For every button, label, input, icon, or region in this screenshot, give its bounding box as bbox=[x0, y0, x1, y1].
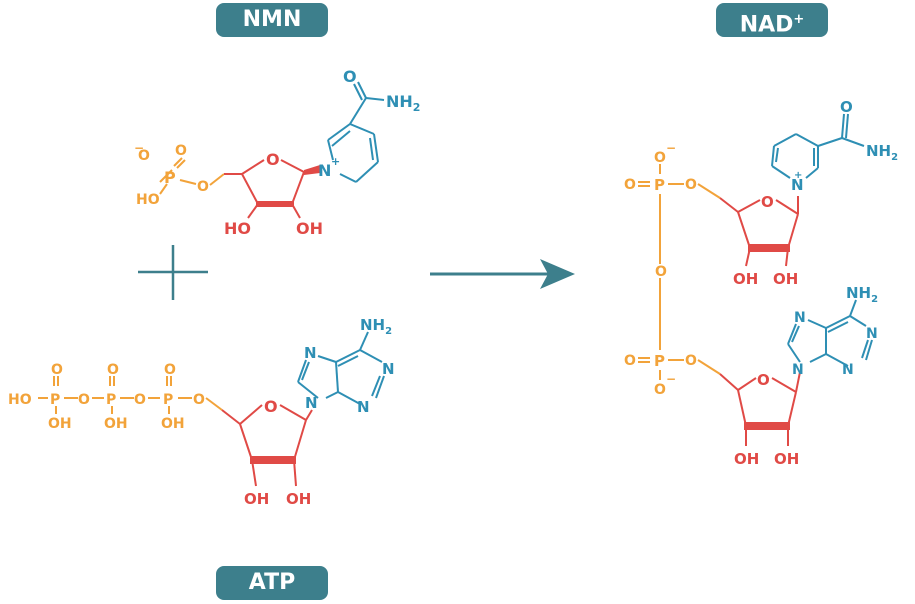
atp-p1: P bbox=[50, 392, 60, 408]
nad-o-middle: O bbox=[655, 264, 667, 280]
nad-lower-oh-right: OH bbox=[774, 450, 799, 468]
nad-lower-oh-left: OH bbox=[734, 450, 759, 468]
nmn-o-bridge: O bbox=[197, 179, 209, 195]
nad-carbonyl-o: O bbox=[840, 98, 853, 116]
plus-sign bbox=[138, 245, 208, 300]
nmn-ribose-ring bbox=[224, 159, 305, 219]
nmn-n-plus: N bbox=[318, 161, 331, 180]
nad-lower-bold-bond bbox=[744, 422, 790, 430]
nad-adenine-n3: N bbox=[842, 362, 854, 378]
nad-upper-oh-right: OH bbox=[773, 270, 798, 288]
nmn-p: P bbox=[164, 168, 176, 187]
atp-o-top2: O bbox=[107, 362, 119, 378]
atp-n9: N bbox=[305, 394, 318, 412]
reaction-arrow bbox=[430, 259, 575, 289]
nad-upper-bold-bond bbox=[748, 244, 790, 252]
nmn-minus: − bbox=[134, 141, 144, 155]
atp-oh-left: OH bbox=[244, 490, 269, 508]
nad-pyrophosphate bbox=[638, 164, 721, 380]
nad-lower-ribose-o: O bbox=[757, 371, 770, 389]
atp-o1: O bbox=[78, 392, 90, 408]
nad-adenine bbox=[787, 299, 873, 367]
nmn-o-double: O bbox=[175, 143, 187, 159]
atp-o3: O bbox=[193, 392, 205, 408]
nad-o-top-minus: O bbox=[654, 150, 666, 166]
nmn-ribose-bold-bond bbox=[256, 201, 294, 207]
label-atp-text: ATP bbox=[248, 570, 296, 595]
atp-ribose-o: O bbox=[264, 397, 278, 416]
nmn-ho: HO bbox=[136, 192, 160, 208]
label-nmn: NMN bbox=[216, 3, 328, 37]
nad-n-charge: + bbox=[794, 170, 802, 181]
atp-ho: HO bbox=[8, 392, 32, 408]
label-nad-text: NAD bbox=[739, 12, 794, 38]
atp-oh2: OH bbox=[104, 416, 128, 432]
nmn-oh-left: HO bbox=[224, 219, 251, 238]
atp-adenine bbox=[297, 331, 385, 405]
label-nad-charge: + bbox=[793, 12, 805, 27]
nad-upper-ribose bbox=[719, 196, 799, 267]
atp-p2: P bbox=[106, 392, 116, 408]
nad-o-bridge-top: O bbox=[685, 177, 697, 193]
atp-o2: O bbox=[134, 392, 146, 408]
nmn-n-charge: + bbox=[331, 155, 340, 168]
nad-upper-oh-left: OH bbox=[733, 270, 758, 288]
atp-molecule: HO P O P O P O O O O OH OH OH bbox=[8, 316, 395, 508]
nad-adenine-n1: N bbox=[866, 326, 878, 342]
nad-upper-ribose-o: O bbox=[761, 193, 774, 211]
nad-molecule: O − O P O O O P O O − O OH bbox=[624, 98, 898, 468]
nmn-wedge-bond bbox=[304, 165, 320, 175]
nmn-amide-n: NH2 bbox=[386, 92, 420, 114]
label-nmn-text: NMN bbox=[242, 7, 302, 32]
atp-o-top3: O bbox=[164, 362, 176, 378]
label-nad: NAD+ bbox=[716, 3, 828, 37]
nad-o-bridge-bottom: O bbox=[685, 353, 697, 369]
nad-p-top: P bbox=[654, 176, 665, 194]
nmn-carbonyl-o: O bbox=[343, 67, 357, 86]
atp-ribose-ring bbox=[221, 404, 313, 487]
nad-minus-bottom: − bbox=[666, 372, 676, 386]
nmn-pyridinium-ring bbox=[327, 81, 385, 183]
nad-o-double-bottom: O bbox=[624, 353, 636, 369]
atp-n7: N bbox=[304, 344, 317, 362]
nmn-ribose-o: O bbox=[266, 150, 280, 169]
nmn-phosphate-group bbox=[159, 157, 225, 195]
atp-o-top1: O bbox=[51, 362, 63, 378]
atp-n1: N bbox=[382, 360, 395, 378]
atp-nh2: NH2 bbox=[360, 316, 392, 337]
atp-oh-right: OH bbox=[286, 490, 311, 508]
atp-oh1: OH bbox=[48, 416, 72, 432]
nad-minus-top: − bbox=[666, 141, 676, 155]
atp-p3: P bbox=[163, 392, 173, 408]
nad-o-double-top: O bbox=[624, 177, 636, 193]
label-atp: ATP bbox=[216, 566, 328, 600]
atp-ribose-bold-bond bbox=[250, 456, 296, 464]
atp-triphosphate bbox=[38, 376, 223, 414]
nmn-o-minus: O bbox=[138, 148, 150, 164]
nmn-oh-right: OH bbox=[296, 219, 323, 238]
nad-adenine-n7: N bbox=[794, 310, 806, 326]
nad-pyridinium-ring bbox=[771, 113, 865, 179]
nad-o-bottom-minus: O bbox=[654, 382, 666, 398]
nad-lower-ribose bbox=[719, 371, 801, 446]
atp-oh3: OH bbox=[161, 416, 185, 432]
atp-n3: N bbox=[357, 398, 370, 416]
nad-amide-n: NH2 bbox=[866, 142, 898, 163]
nmn-molecule: O − O P O HO O HO OH bbox=[134, 67, 420, 238]
nad-adenine-nh2: NH2 bbox=[846, 284, 878, 305]
nad-n-plus: N bbox=[791, 176, 804, 194]
nad-adenine-n9: N bbox=[792, 362, 804, 378]
nad-p-bottom: P bbox=[654, 352, 665, 370]
